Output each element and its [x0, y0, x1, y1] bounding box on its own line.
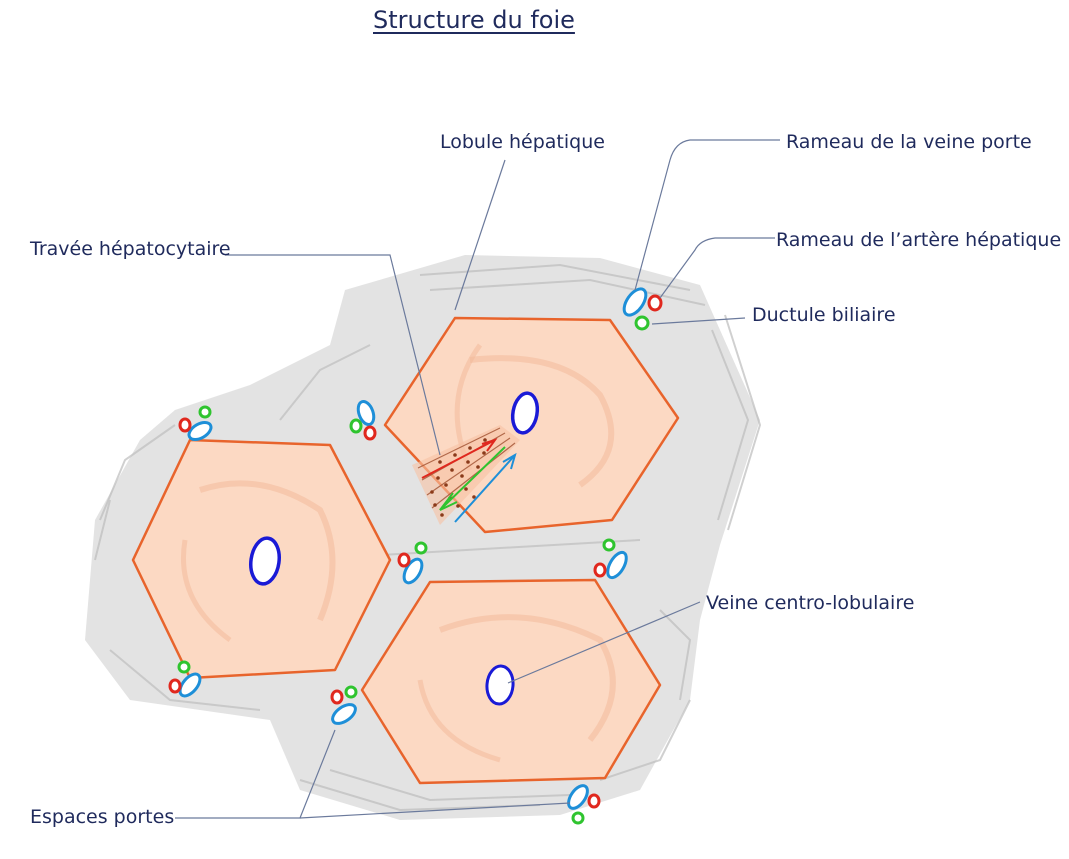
diagram-title: Structure du foie [373, 6, 575, 34]
label-lobule-hepatique: Lobule hépatique [440, 131, 605, 153]
portal-triad-left-bottom [168, 660, 202, 698]
leader-ductule [651, 317, 746, 325]
leader-espaces-2 [299, 802, 571, 819]
label-rameau-artere-hepatique: Rameau de l’artère hépatique [776, 229, 1062, 251]
label-travee-hepatocytaire: Travée hépatocytaire [30, 238, 231, 260]
central-vein-upper [510, 391, 540, 435]
portal-triad-bottom-middle [330, 685, 358, 725]
portal-triad-right [593, 538, 628, 580]
portal-flow-arrow [454, 454, 516, 523]
leader-lobule [454, 159, 506, 311]
central-vein-lower [485, 664, 515, 706]
leader-veine-centro [507, 601, 701, 684]
portal-triad-top-left [178, 405, 213, 442]
label-rameau-veine-porte: Rameau de la veine porte [786, 131, 1032, 153]
portal-triad-bottom-right [567, 784, 601, 825]
leader-lines [175, 139, 780, 819]
central-vein-left [249, 536, 281, 586]
leader-veine-porte [634, 139, 780, 291]
artery-flow-arrow [421, 439, 496, 479]
label-espaces-portes: Espaces portes [30, 806, 175, 828]
portal-triad-top-right [622, 287, 663, 331]
leader-travee [225, 254, 441, 456]
bile-flow-arrow [439, 446, 506, 511]
leader-artere [659, 237, 775, 299]
portal-triad-center [397, 541, 428, 585]
portal-triad-top-middle [349, 399, 377, 441]
hepatocyte-plate [412, 425, 520, 525]
label-veine-centro-lobulaire: Veine centro-lobulaire [706, 592, 915, 614]
label-ductule-biliaire: Ductule biliaire [752, 304, 896, 326]
